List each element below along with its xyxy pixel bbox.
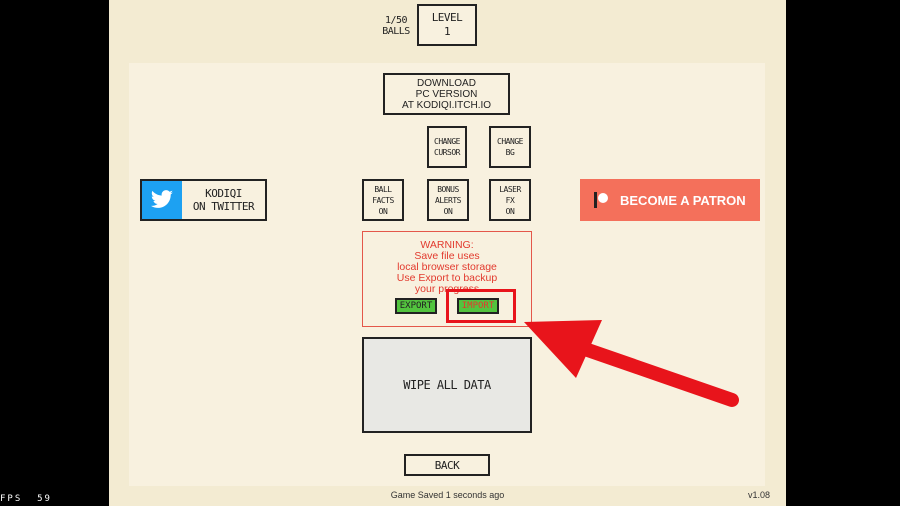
patreon-icon <box>594 192 608 208</box>
twitter-label-line2: ON TWITTER <box>192 200 255 213</box>
twitter-bird-icon <box>142 181 182 219</box>
wipe-all-data-button[interactable]: WIPE ALL DATA <box>362 337 532 433</box>
version-label: v1.08 <box>748 490 771 500</box>
ball-count: 1/50 BALLS <box>382 15 410 37</box>
back-button[interactable]: BACK <box>404 454 490 476</box>
import-highlight-box <box>446 289 516 323</box>
download-pc-button[interactable]: DOWNLOAD PC VERSION AT KODIQI.ITCH.IO <box>383 73 510 115</box>
level-label: LEVEL <box>431 11 463 24</box>
level-box: LEVEL 1 <box>417 4 477 46</box>
level-value: 1 <box>443 25 451 38</box>
fps-counter: FPS 59 <box>0 494 52 504</box>
patreon-label: BECOME A PATRON <box>620 192 746 208</box>
import-button[interactable]: IMPORT <box>457 298 499 314</box>
twitter-label-line1: KODIQI <box>205 187 242 200</box>
save-status: Game Saved 1 seconds ago <box>390 490 505 500</box>
export-button[interactable]: EXPORT <box>395 298 437 314</box>
become-patron-button[interactable]: BECOME A PATRON <box>580 179 760 221</box>
warning-box: WARNING: Save file uses local browser st… <box>362 231 532 327</box>
annotation-arrow-icon <box>524 320 739 407</box>
twitter-button[interactable]: KODIQI ON TWITTER <box>140 179 267 221</box>
warning-text: WARNING: Save file uses local browser st… <box>396 239 498 295</box>
